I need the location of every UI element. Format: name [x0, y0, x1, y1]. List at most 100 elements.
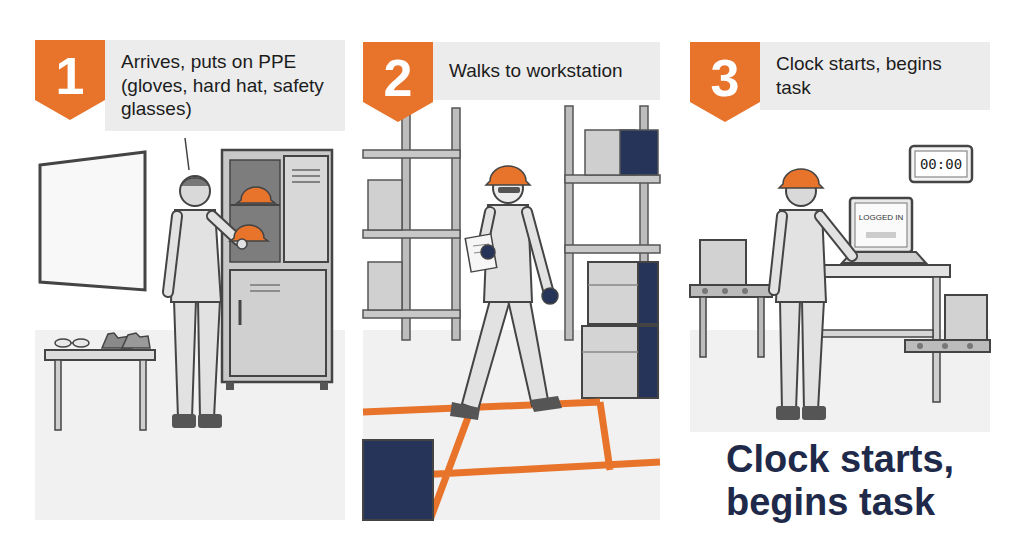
worker-figure: [168, 216, 177, 292]
box-stack: [582, 351, 638, 353]
safety-glasses: [73, 339, 89, 347]
conveyor: [905, 295, 990, 352]
wall-clock: [915, 151, 967, 177]
step-description: Walks to workstation: [449, 59, 623, 83]
storage-rack: [452, 108, 460, 340]
box: [363, 440, 433, 520]
conveyor: [742, 288, 748, 294]
hard-hat: [237, 239, 247, 249]
locker: [239, 300, 242, 325]
worker-figure: [527, 212, 548, 290]
worker-figure: [530, 396, 562, 412]
floor-marking: [363, 402, 660, 520]
worker-figure: [802, 300, 824, 410]
locker: [230, 204, 280, 206]
storage-rack: [363, 310, 460, 318]
step-badge: 1: [35, 40, 105, 120]
box: [363, 440, 433, 520]
locker: [222, 150, 332, 382]
conveyor: [945, 295, 987, 340]
safety-glasses: [71, 342, 73, 344]
worker-figure: [774, 216, 782, 290]
conveyor: [700, 297, 706, 357]
worker-figure: [174, 300, 196, 418]
laptop: [850, 198, 912, 252]
locker: [230, 160, 280, 262]
step-badge: 3: [690, 42, 760, 122]
desk: [817, 330, 933, 337]
box-stack: [638, 326, 658, 398]
whiteboard: [40, 152, 145, 290]
gloves: [122, 333, 150, 348]
locker: [284, 156, 328, 262]
box-stack: [638, 262, 658, 324]
worker-figure: [779, 169, 823, 188]
whiteboard: [40, 152, 145, 290]
badge-shape: [35, 40, 105, 120]
worker-figure: [802, 406, 826, 420]
worker-figure: [486, 166, 530, 185]
laptop: [855, 203, 907, 247]
worker-figure: [462, 300, 510, 410]
step-number: 2: [384, 42, 413, 104]
badge-shape: [363, 42, 433, 122]
locker: [230, 270, 326, 376]
storage-rack: [368, 180, 402, 230]
step-caption: Clock starts, begins task: [726, 438, 1006, 523]
conveyor: [702, 288, 708, 294]
step-header: Walks to workstation: [433, 42, 660, 100]
wall-clock: [910, 146, 972, 182]
conveyor: [700, 240, 746, 285]
worker-figure: [450, 166, 562, 420]
worker-figure: [820, 216, 852, 256]
hard-hat: [237, 187, 275, 203]
conveyor: [690, 240, 772, 357]
worker-figure: [774, 216, 782, 290]
conveyor: [917, 343, 923, 349]
locker: [250, 284, 280, 286]
conveyor: [690, 285, 772, 297]
worker-figure: [172, 414, 196, 428]
locker: [222, 150, 332, 390]
wall-clock: [910, 146, 972, 182]
locker: [292, 169, 320, 171]
worker-figure: [180, 176, 210, 206]
locker: [226, 382, 234, 390]
worker-figure: [498, 187, 520, 193]
floor-marking: [363, 402, 660, 520]
worker-figure: [168, 176, 238, 428]
clock-display: 00:00: [915, 152, 967, 176]
conveyor: [758, 297, 764, 357]
locker: [292, 175, 320, 177]
safety-glasses: [55, 339, 89, 347]
conveyor: [942, 343, 948, 349]
worker-figure: [508, 300, 548, 406]
box-stack: [588, 284, 638, 286]
floor: [690, 330, 990, 432]
bench: [140, 360, 146, 430]
worker-figure: [776, 406, 800, 420]
bench: [45, 350, 155, 430]
worker-figure: [181, 178, 209, 186]
leader-line: [185, 138, 189, 170]
worker-figure: [168, 216, 177, 292]
badge-shape: [690, 42, 760, 122]
step-number: 3: [711, 42, 740, 104]
floor: [690, 330, 990, 432]
worker-figure: [481, 245, 495, 259]
safety-glasses: [55, 339, 71, 347]
step-header: Arrives, puts on PPE (gloves, hard hat, …: [105, 40, 345, 131]
storage-rack: [620, 130, 658, 175]
worker-figure: [198, 414, 222, 428]
storage-rack: [402, 108, 410, 340]
worker-figure: [450, 402, 480, 420]
conveyor: [967, 343, 973, 349]
step-description: Clock starts, begins task: [776, 52, 978, 99]
screen-text: LOGGED IN: [854, 214, 908, 223]
bench: [55, 360, 61, 430]
worker-figure: [465, 234, 497, 272]
hard-hat: [237, 187, 275, 203]
storage-rack: [363, 230, 460, 238]
